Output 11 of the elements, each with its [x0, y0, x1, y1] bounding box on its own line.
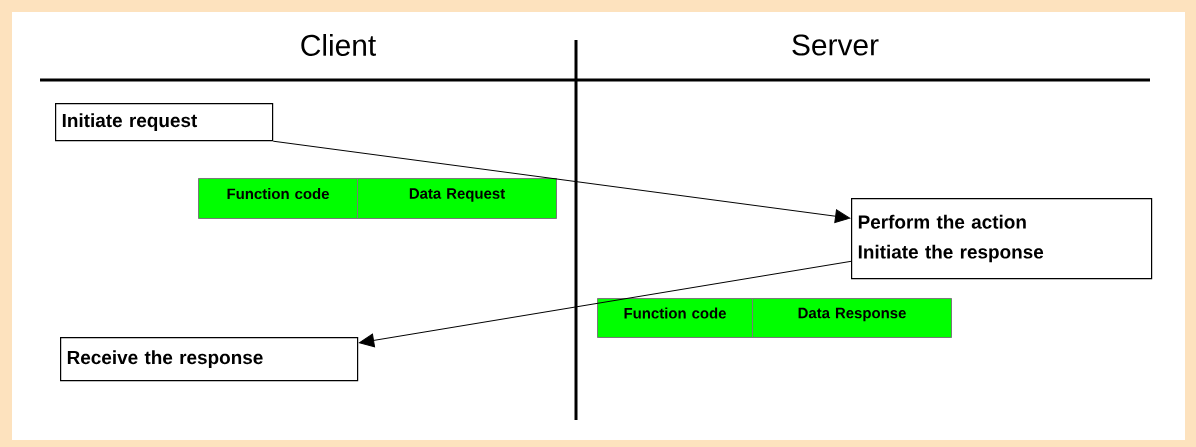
- arrow: [272, 140, 851, 224]
- process-box: Perform the action Initiate the response: [851, 198, 1153, 280]
- arrow: [358, 260, 852, 348]
- message-field: Function code: [597, 298, 753, 338]
- lane-heading: Client: [301, 34, 376, 56]
- process-box: Initiate request: [55, 103, 274, 142]
- message-field: Function code: [198, 178, 358, 219]
- process-box: Receive the response: [60, 337, 359, 382]
- lane-heading: Server: [792, 34, 879, 56]
- message-field: Data Request: [357, 178, 557, 219]
- message-field: Data Response: [752, 298, 952, 338]
